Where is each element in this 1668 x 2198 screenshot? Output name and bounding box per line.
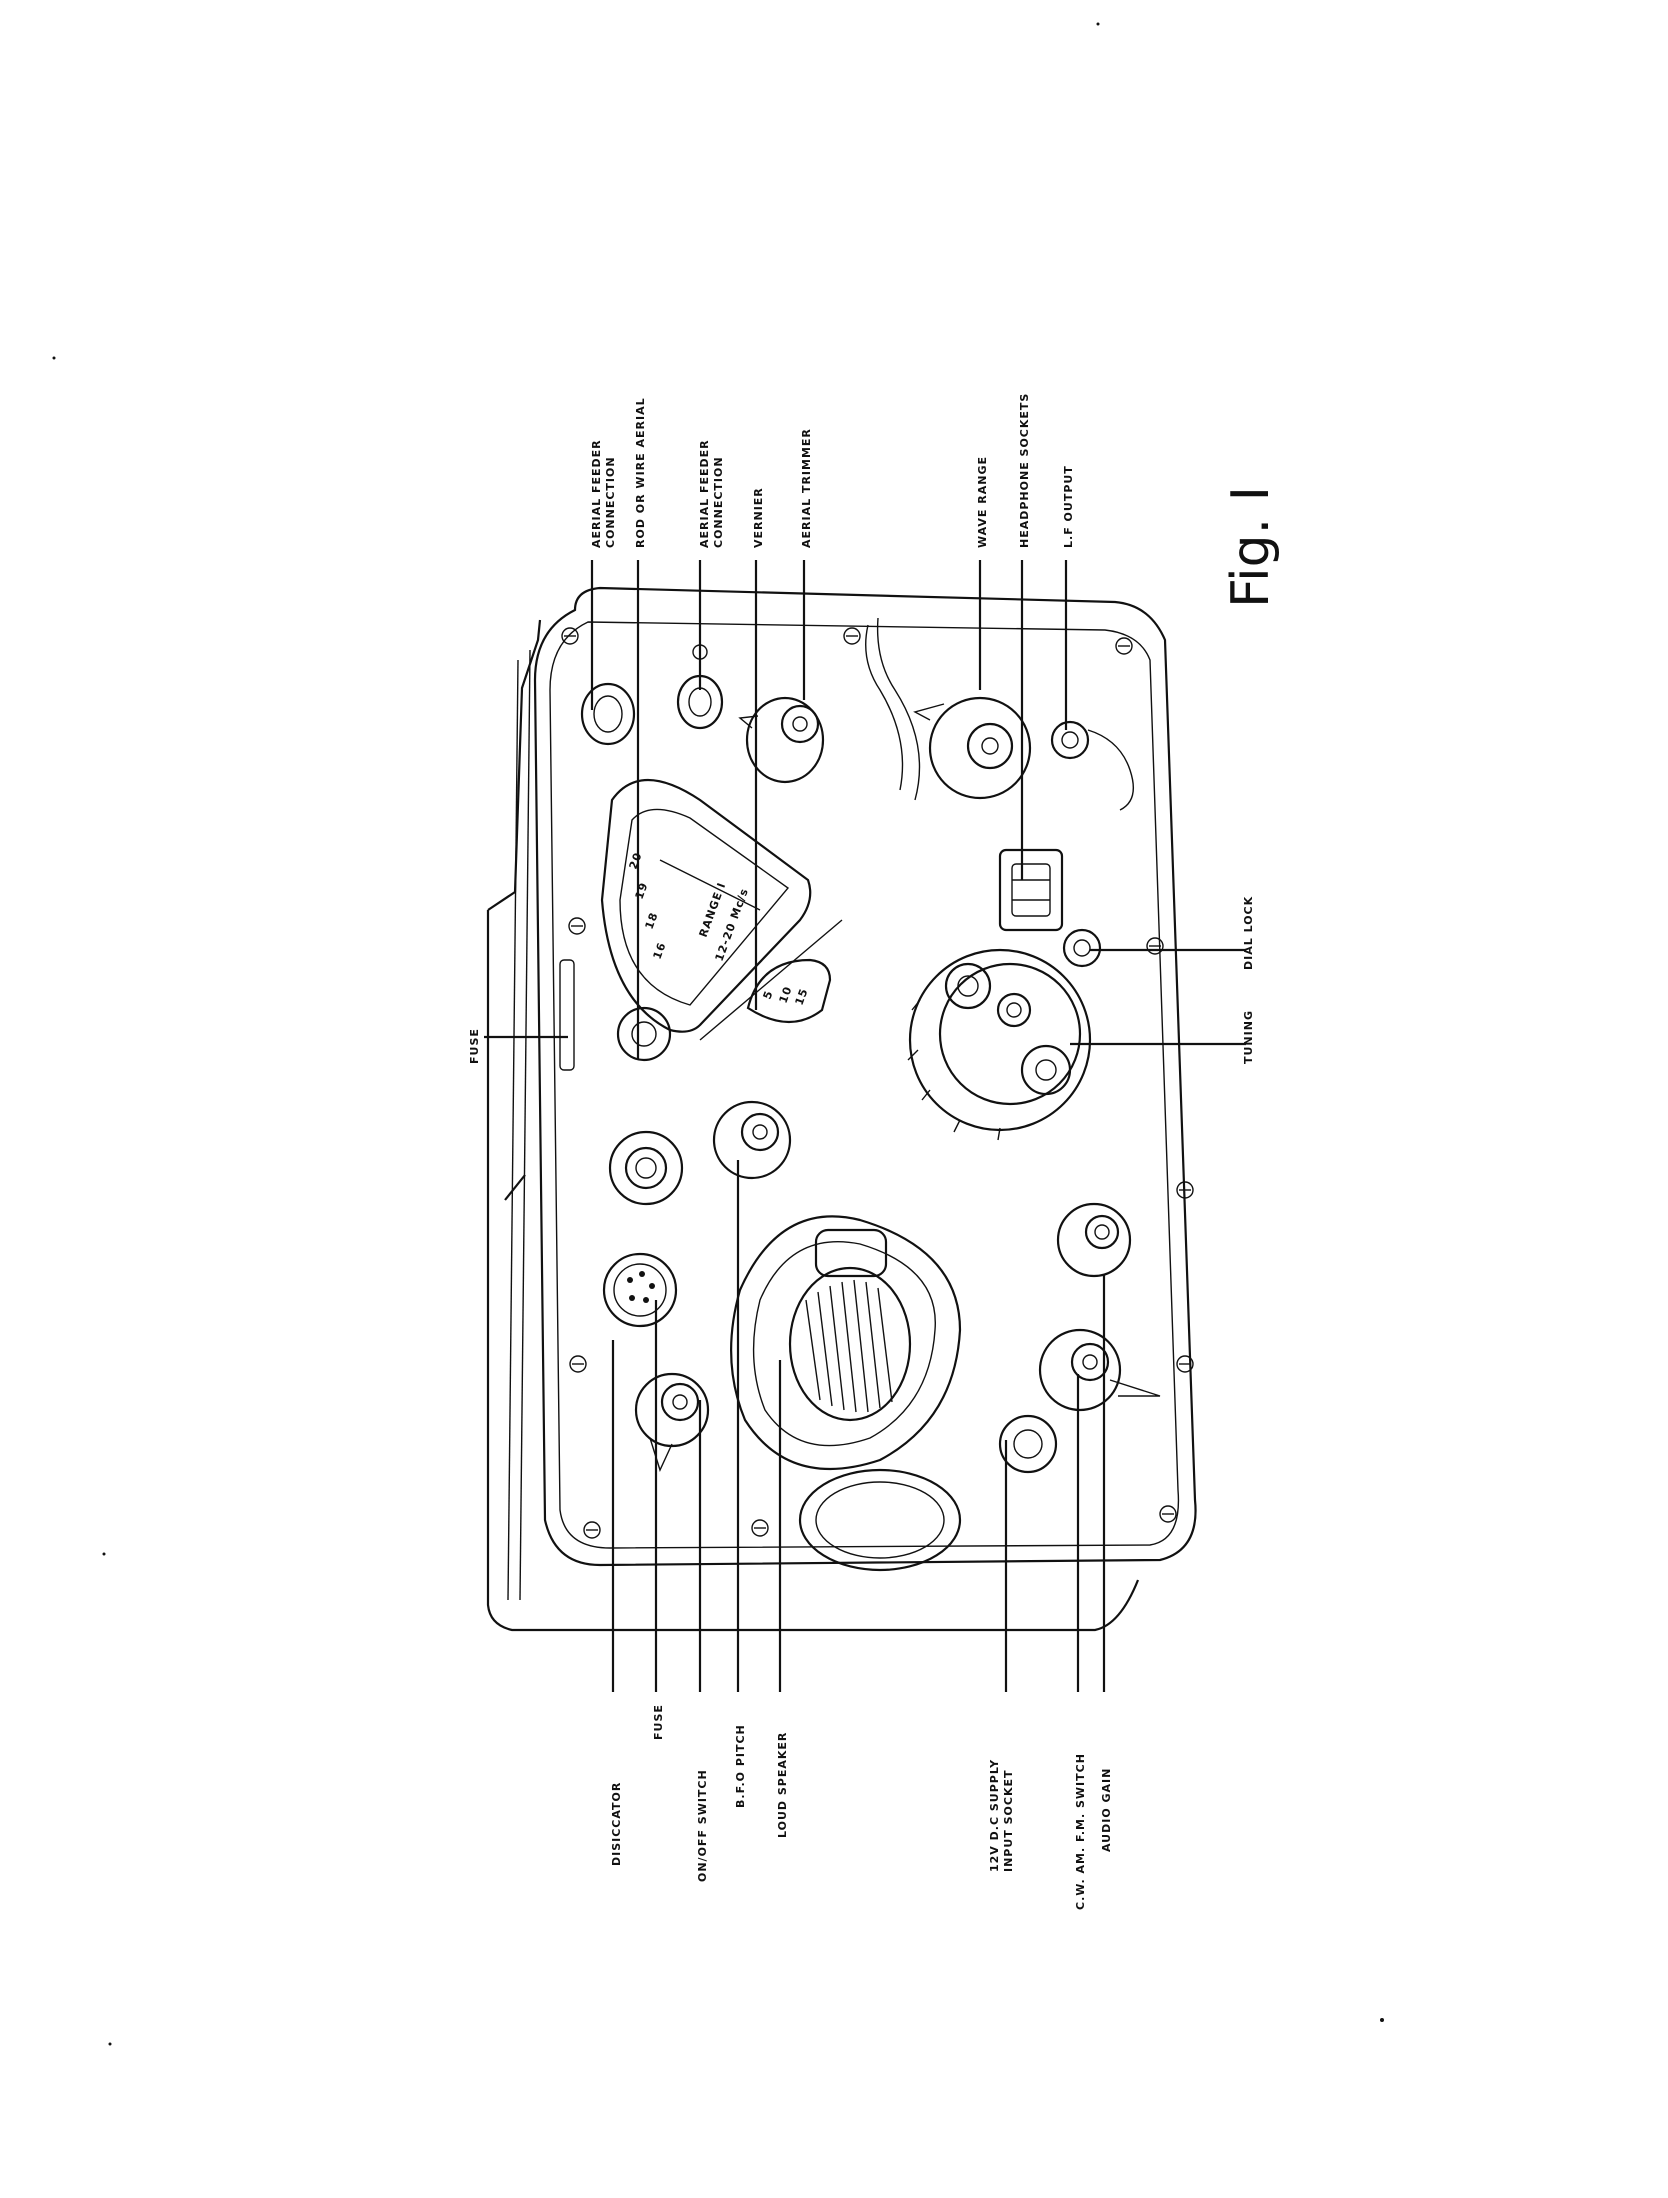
label-tuning: TUNING bbox=[1070, 1010, 1255, 1064]
page-marks bbox=[52, 22, 1384, 2046]
aerial-feeder-connector-2 bbox=[676, 644, 724, 730]
label-cw-am-fm-switch: C.W. AM. F.M. SWITCH bbox=[1074, 1374, 1087, 1910]
label-headphone-sockets: HEADPHONE SOCKETS bbox=[1018, 393, 1031, 880]
dc-supply-socket bbox=[998, 1414, 1058, 1474]
svg-text:WAVE RANGE: WAVE RANGE bbox=[976, 456, 989, 548]
svg-text:VERNIER: VERNIER bbox=[752, 487, 765, 548]
label-12v-supply-socket: 12V D.C SUPPLY INPUT SOCKET bbox=[988, 1440, 1015, 1872]
label-wave-range: WAVE RANGE bbox=[976, 456, 989, 690]
audio-gain-knob bbox=[1056, 1202, 1132, 1278]
side-fuse bbox=[559, 959, 575, 1071]
rod-aerial-socket bbox=[616, 1006, 672, 1062]
svg-text:15: 15 bbox=[793, 986, 811, 1007]
svg-text:AERIAL FEEDER CONNECTION: AERIAL FEEDER CONNECTION bbox=[698, 435, 725, 548]
label-vernier: VERNIER bbox=[752, 487, 765, 1010]
label-aerial-feeder-connection-2: AERIAL FEEDER CONNECTION bbox=[698, 435, 725, 690]
on-off-switch bbox=[634, 1372, 710, 1472]
svg-text:HEADPHONE SOCKETS: HEADPHONE SOCKETS bbox=[1018, 393, 1031, 548]
svg-text:19: 19 bbox=[633, 880, 651, 901]
svg-text:LOUD SPEAKER: LOUD SPEAKER bbox=[776, 1732, 789, 1838]
svg-text:AERIAL FEEDER CONNECTION: AERIAL FEEDER CONNECTION bbox=[590, 435, 617, 548]
lf-output-socket bbox=[1050, 720, 1134, 811]
svg-text:18: 18 bbox=[643, 910, 661, 931]
label-rod-or-wire-aerial: ROD OR WIRE AERIAL bbox=[634, 397, 647, 1060]
label-dial-lock: DIAL LOCK bbox=[1090, 896, 1255, 970]
panel-screws bbox=[561, 627, 1194, 1539]
label-desiccator: DISICCATOR bbox=[610, 1340, 623, 1866]
label-fuse-bottom: FUSE bbox=[652, 1300, 665, 1740]
svg-text:FUSE: FUSE bbox=[652, 1704, 665, 1740]
headphone-sockets bbox=[998, 848, 1064, 932]
label-on-off-switch: ON/OFF SWITCH bbox=[696, 1400, 709, 1882]
label-loud-speaker: LOUD SPEAKER bbox=[776, 1360, 789, 1838]
svg-text:AUDIO GAIN: AUDIO GAIN bbox=[1100, 1768, 1113, 1852]
wave-range-knob bbox=[913, 696, 1032, 800]
figure-caption: Fig. I bbox=[1221, 486, 1281, 608]
dial-lock bbox=[1062, 928, 1102, 968]
radio-case bbox=[486, 586, 1197, 1632]
cw-am-fm-switch bbox=[1038, 1328, 1161, 1412]
aerial-feeder-connector-1 bbox=[580, 682, 636, 746]
svg-text:L.F OUTPUT: L.F OUTPUT bbox=[1062, 465, 1075, 548]
fuse-holder bbox=[602, 1252, 678, 1328]
svg-text:TUNING: TUNING bbox=[1242, 1010, 1255, 1064]
svg-text:FUSE: FUSE bbox=[468, 1028, 481, 1064]
label-audio-gain: AUDIO GAIN bbox=[1100, 1274, 1113, 1852]
svg-text:DIAL LOCK: DIAL LOCK bbox=[1242, 896, 1255, 970]
svg-text:10: 10 bbox=[777, 984, 795, 1005]
label-bfo-pitch: B.F.O PITCH bbox=[734, 1160, 747, 1808]
label-aerial-trimmer: AERIAL TRIMMER bbox=[800, 428, 813, 700]
svg-text:12V D.C SUPPLY INPUT SOC: 12V D.C SUPPLY INPUT SOCKET bbox=[988, 1754, 1015, 1872]
bfo-pitch-knob bbox=[712, 1100, 792, 1180]
svg-text:DISICCATOR: DISICCATOR bbox=[610, 1782, 623, 1866]
svg-text:ROD OR WIRE AERIAL: ROD OR WIRE AERIAL bbox=[634, 397, 647, 548]
label-lf-output: L.F OUTPUT bbox=[1062, 465, 1075, 730]
svg-text:C.W. AM. F.M. SWITCH: C.W. AM. F.M. SWITCH bbox=[1074, 1753, 1087, 1910]
label-aerial-feeder-connection-1: AERIAL FEEDER CONNECTION bbox=[590, 435, 617, 710]
loud-speaker bbox=[730, 1215, 962, 1572]
label-fuse-top: FUSE bbox=[468, 1028, 568, 1064]
speaker-grille bbox=[805, 1279, 893, 1413]
vernier-dial: 5 10 15 bbox=[746, 958, 832, 1024]
svg-text:16: 16 bbox=[651, 940, 669, 961]
tuning-knob bbox=[907, 948, 1092, 1141]
svg-text:5: 5 bbox=[761, 988, 776, 1001]
svg-text:ON/OFF SWITCH: ON/OFF SWITCH bbox=[696, 1769, 709, 1882]
svg-text:B.F.O PITCH: B.F.O PITCH bbox=[734, 1724, 747, 1808]
svg-text:AERIAL TRIMMER: AERIAL TRIMMER bbox=[800, 428, 813, 548]
desiccator bbox=[608, 1130, 684, 1206]
svg-text:20: 20 bbox=[627, 850, 645, 871]
aerial-trimmer-knob bbox=[738, 696, 825, 784]
